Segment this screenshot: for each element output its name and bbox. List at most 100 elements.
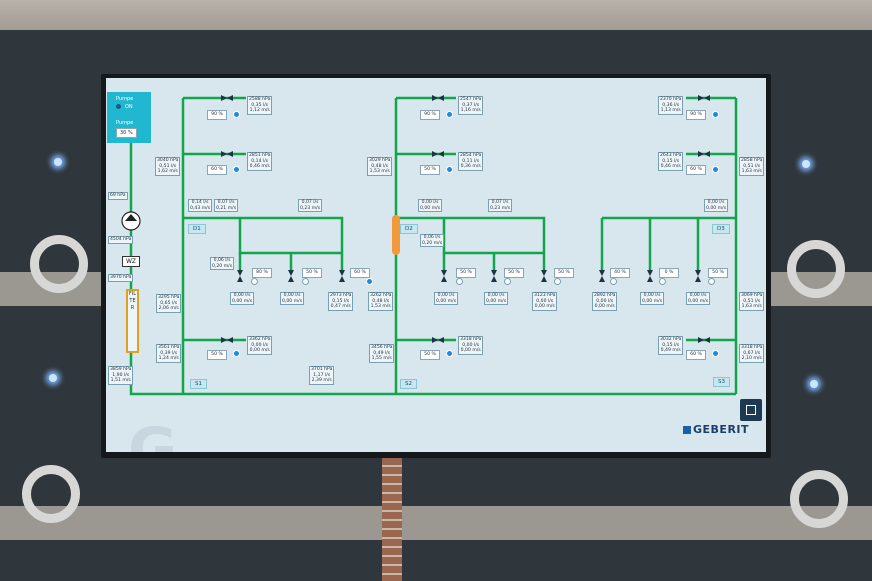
indicator-light — [810, 380, 818, 388]
pipe-network — [121, 95, 738, 396]
valve-status-icon — [233, 350, 240, 357]
valve-setpoint-input[interactable]: 50 % — [504, 268, 524, 278]
zone-tag-s1: S1 — [190, 379, 207, 389]
valve-setpoint-input[interactable]: 50 % — [708, 268, 728, 278]
valve-setpoint-input[interactable]: 80 % — [252, 268, 272, 278]
zone-tag-d3: D3 — [712, 224, 730, 234]
reading-box: 3970 hPa — [108, 274, 134, 282]
geberit-g-watermark: G — [128, 415, 178, 452]
valve-setpoint-input[interactable]: 60 % — [686, 165, 706, 175]
pump-control-panel[interactable]: Pumpe ON Pumpe 30 % — [107, 92, 151, 143]
scada-screen: Pumpe ON Pumpe 30 % 69 hPa 4504 hPa 3970… — [106, 78, 766, 452]
pump-status-icon — [116, 104, 121, 109]
home-button[interactable] — [740, 399, 762, 421]
zone-tag-s2: S2 — [400, 379, 417, 389]
valve-setpoint-input[interactable]: 90 % — [420, 110, 440, 120]
valve-setpoint-input[interactable]: 0 % — [659, 268, 679, 278]
valve-status-icon — [446, 111, 453, 118]
valve-setpoint-input[interactable]: 60 % — [350, 268, 370, 278]
main-return-pipe — [129, 378, 736, 396]
zone-tag-d1: D1 — [188, 224, 206, 234]
water-meter: WZ — [122, 256, 140, 267]
valve-status-icon — [233, 166, 240, 173]
pump-state: ON — [125, 104, 133, 110]
valve-setpoint-input[interactable]: 50 % — [456, 268, 476, 278]
reading-box: 4504 hPa — [108, 236, 134, 244]
valve-status-icon — [708, 278, 715, 285]
filter-element: FILTER — [126, 289, 139, 353]
valve-setpoint-input[interactable]: 50 % — [302, 268, 322, 278]
d2-manifold — [392, 215, 400, 255]
zone-tag-d2: D2 — [400, 224, 418, 234]
valve-setpoint-input[interactable]: 60 % — [686, 350, 706, 360]
valve-status-icon — [659, 278, 666, 285]
indicator-light — [49, 374, 57, 382]
valve-status-icon — [712, 166, 719, 173]
pump-label: Pumpe — [116, 96, 134, 102]
valve-setpoint-input[interactable]: 60 % — [207, 165, 227, 175]
brick-column — [382, 458, 402, 581]
wall-shelf-bottom — [0, 506, 872, 540]
right-pipe-elbow-top — [787, 240, 845, 298]
valve-setpoint-input[interactable]: 90 % — [686, 110, 706, 120]
valve-status-icon — [233, 111, 240, 118]
valve-setpoint-input[interactable]: 50 % — [420, 350, 440, 360]
valve-setpoint-input[interactable]: 40 % — [610, 268, 630, 278]
valve-status-icon — [446, 166, 453, 173]
pump-speed-label: Pumpe — [116, 120, 134, 126]
valve-status-icon — [251, 278, 258, 285]
valve-status-icon — [456, 278, 463, 285]
valve-status-icon — [446, 350, 453, 357]
valve-setpoint-input[interactable]: 50 % — [554, 268, 574, 278]
valve-setpoint-input[interactable]: 50 % — [420, 165, 440, 175]
indicator-light — [54, 158, 62, 166]
right-pipe-elbow-bottom — [790, 470, 848, 528]
zone-tag-s3: S3 — [713, 377, 730, 387]
reading-box: 69 hPa — [108, 192, 128, 200]
left-pipe-elbow-top — [30, 235, 88, 293]
valve-status-icon — [302, 278, 309, 285]
valve-setpoint-input[interactable]: 90 % — [207, 110, 227, 120]
valve-status-icon — [610, 278, 617, 285]
valve-status-icon — [554, 278, 561, 285]
pump-speed-input[interactable]: 30 % — [116, 128, 137, 138]
brand-logo: GEBERIT — [683, 423, 749, 436]
valve-setpoint-input[interactable]: 50 % — [207, 350, 227, 360]
indicator-light — [802, 160, 810, 168]
valve-status-icon — [366, 278, 373, 285]
